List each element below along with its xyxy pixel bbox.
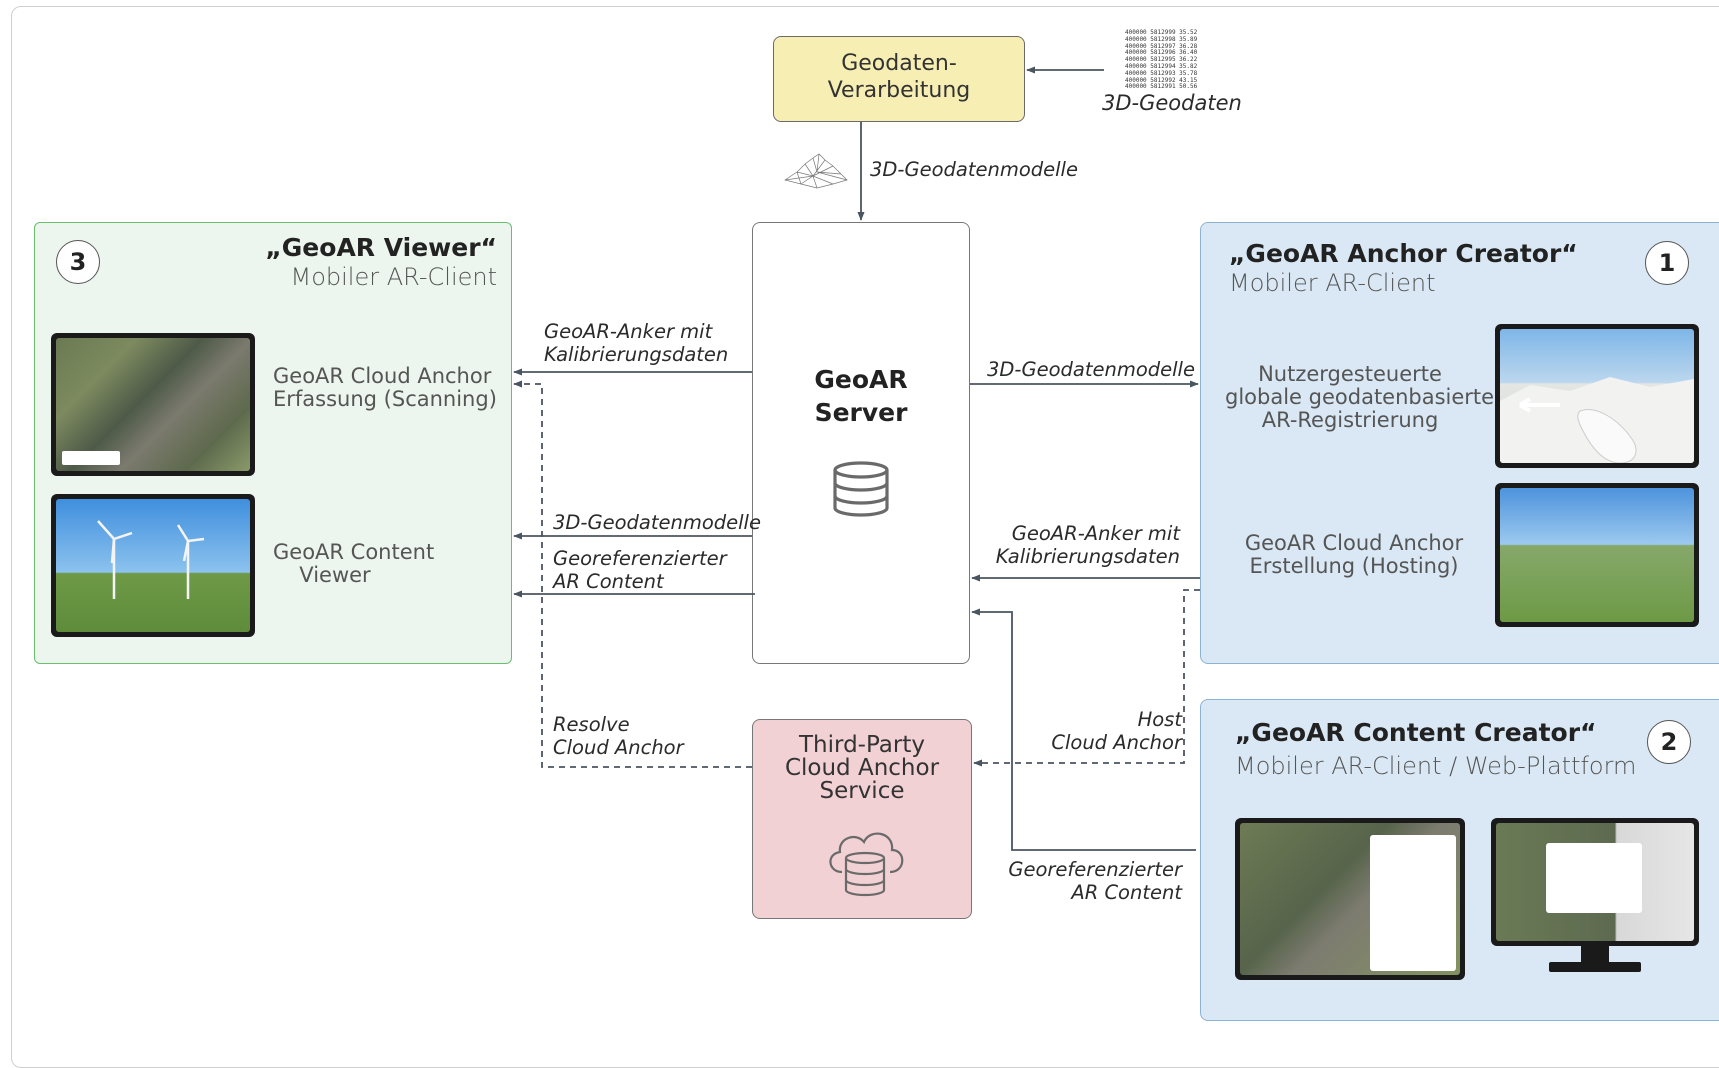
- anchor-creator-title: „GeoAR Anchor Creator“: [1229, 239, 1578, 268]
- content-creator-number-badge: 2: [1647, 720, 1691, 764]
- anchor-list-panel: [1370, 835, 1456, 971]
- processing-line2: Verarbeitung: [827, 78, 971, 103]
- server-line2: Server: [814, 398, 908, 427]
- tablet-map-list-screen: [1240, 823, 1460, 975]
- reg-line3: AR-Registrierung: [1261, 408, 1439, 432]
- scan-line2: Erfassung (Scanning): [273, 387, 497, 411]
- terrain-mesh-icon: [784, 153, 848, 189]
- anchor-tablet-registration: [1495, 324, 1699, 468]
- edge-content-creator-to-server: [971, 608, 1196, 851]
- edge-label-models-left: 3D-Geodatenmodelle: [553, 511, 761, 534]
- edge-resolve-line1: Resolve: [553, 713, 630, 736]
- content-line2: Viewer: [299, 563, 371, 587]
- edge-host-line1: Host: [1137, 708, 1182, 731]
- edge-resolve-line2: Cloud Anchor: [553, 736, 684, 759]
- reg-line1: Nutzergesteuerte: [1258, 362, 1442, 386]
- web-platform-screen: [1496, 823, 1694, 941]
- geodata-input-label: 3D-Geodaten: [1102, 91, 1242, 115]
- edge-label-anchor-left: GeoAR-Anker mit Kalibrierungsdaten: [544, 320, 728, 366]
- edge-content-left-line2: AR Content: [553, 570, 664, 593]
- viewer-tablet-map: [51, 333, 255, 476]
- dialog-window: [1546, 843, 1642, 913]
- scan-line1: GeoAR Cloud Anchor: [273, 364, 492, 388]
- edge-label-resolve: Resolve Cloud Anchor: [553, 713, 684, 759]
- third-party-service-box: Third-Party Cloud Anchor Service: [752, 719, 972, 919]
- geodata-text-line: 400000 5812998 35.89: [1125, 35, 1198, 43]
- content-creator-tablet: [1235, 818, 1465, 980]
- content-creator-title: „GeoAR Content Creator“: [1235, 718, 1597, 747]
- aerial-map-screen: [56, 338, 250, 471]
- anchor-creator-number-badge: 1: [1645, 241, 1689, 285]
- edge-host-line2: Cloud Anchor: [1051, 731, 1182, 754]
- geoar-server-box: GeoAR Server: [752, 222, 970, 664]
- server-line1: GeoAR: [814, 365, 908, 394]
- geodata-processing-box: Geodaten- Verarbeitung: [773, 36, 1025, 122]
- third-party-line3: Service: [819, 778, 905, 804]
- anchor-tablet-hosting: [1495, 483, 1699, 627]
- geodata-text-line: 400000 5812995 36.22: [1125, 56, 1198, 64]
- monitor-screen-frame: [1491, 818, 1699, 946]
- anchor-creator-panel: „GeoAR Anchor Creator“ Mobiler AR-Client…: [1200, 222, 1719, 664]
- geoar-viewer-panel: 3 „GeoAR Viewer“ Mobiler AR-Client GeoAR…: [34, 222, 512, 664]
- edge-label-anchor-right: GeoAR-Anker mit Kalibrierungsdaten: [996, 522, 1180, 568]
- model-edge-label-top: 3D-Geodatenmodelle: [870, 158, 1078, 181]
- hosting-label: GeoAR Cloud Anchor Erstellung (Hosting): [1241, 532, 1467, 578]
- edge-host-cloud-anchor: [973, 589, 1200, 767]
- edge-label-host: Host Cloud Anchor: [1051, 708, 1182, 754]
- geodata-text-line: 400000 5812991 50.56: [1125, 83, 1198, 91]
- edge-content-left-line1: Georeferenzierter: [553, 547, 727, 570]
- host-line1: GeoAR Cloud Anchor: [1244, 531, 1464, 555]
- viewer-number-badge: 3: [56, 240, 100, 284]
- registration-label: Nutzergesteuerte globale geodatenbasiert…: [1225, 362, 1495, 432]
- map-info-card: [62, 451, 120, 465]
- content-creator-subtitle: Mobiler AR-Client / Web-Plattform: [1235, 752, 1637, 780]
- content-creator-monitor: [1491, 818, 1699, 980]
- edge-anchor-right-line1: GeoAR-Anker mit: [1011, 522, 1180, 545]
- connector-arrows: [513, 66, 1200, 851]
- anchor-creator-subtitle: Mobiler AR-Client: [1229, 269, 1436, 297]
- edge-content-right-line2: AR Content: [1071, 881, 1182, 904]
- edge-anchor-left-line2: Kalibrierungsdaten: [544, 343, 729, 366]
- registration-screen: [1500, 329, 1694, 463]
- database-icon: [833, 461, 889, 517]
- geodata-text-line: 400000 5812992 43.15: [1125, 76, 1198, 84]
- edge-anchor-left-line1: GeoAR-Anker mit: [544, 320, 713, 343]
- cloud-database-icon: [829, 832, 904, 897]
- edge-anchor-right-line2: Kalibrierungsdaten: [995, 545, 1180, 568]
- viewer-subtitle: Mobiler AR-Client: [290, 263, 497, 291]
- geodata-text-line: 400000 5812993 35.78: [1125, 69, 1198, 77]
- reg-line2: globale geodatenbasierte: [1225, 385, 1495, 409]
- geodata-text-line: 400000 5812996 36.40: [1125, 49, 1198, 57]
- hosting-screen: [1500, 488, 1694, 622]
- edge-label-content-right: Georeferenzierter AR Content: [1008, 858, 1182, 904]
- third-party-line2: Cloud Anchor: [784, 755, 940, 781]
- server-title: GeoAR Server: [753, 363, 969, 429]
- viewer-content-label: GeoAR Content Viewer: [273, 540, 435, 587]
- viewer-title: „GeoAR Viewer“: [265, 233, 497, 262]
- content-line1: GeoAR Content: [273, 540, 435, 564]
- geodata-text-line: 400000 5812999 35.52: [1125, 29, 1198, 36]
- edge-label-models-right: 3D-Geodatenmodelle: [987, 358, 1195, 381]
- content-creator-panel: „GeoAR Content Creator“ Mobiler AR-Clien…: [1200, 699, 1719, 1021]
- monitor-stand: [1581, 946, 1609, 962]
- geodata-text-line: 400000 5812994 35.82: [1125, 62, 1198, 70]
- edge-label-content-left: Georeferenzierter AR Content: [553, 547, 727, 593]
- edge-content-right-line1: Georeferenzierter: [1008, 858, 1182, 881]
- host-line2: Erstellung (Hosting): [1249, 554, 1459, 578]
- viewer-scanning-label: GeoAR Cloud Anchor Erfassung (Scanning): [273, 364, 497, 411]
- third-party-line1: Third-Party: [799, 732, 925, 758]
- windturbine-screen: [56, 499, 250, 632]
- swipe-hand-graphic: [1500, 377, 1694, 463]
- processing-line1: Geodaten-: [841, 51, 957, 76]
- geodata-text-line: 400000 5812997 36.28: [1125, 42, 1198, 50]
- windturbine-graphic: [97, 520, 205, 599]
- viewer-tablet-windturbines: [51, 494, 255, 637]
- monitor-base: [1549, 962, 1641, 972]
- edge-resolve-cloud-anchor: [513, 380, 752, 768]
